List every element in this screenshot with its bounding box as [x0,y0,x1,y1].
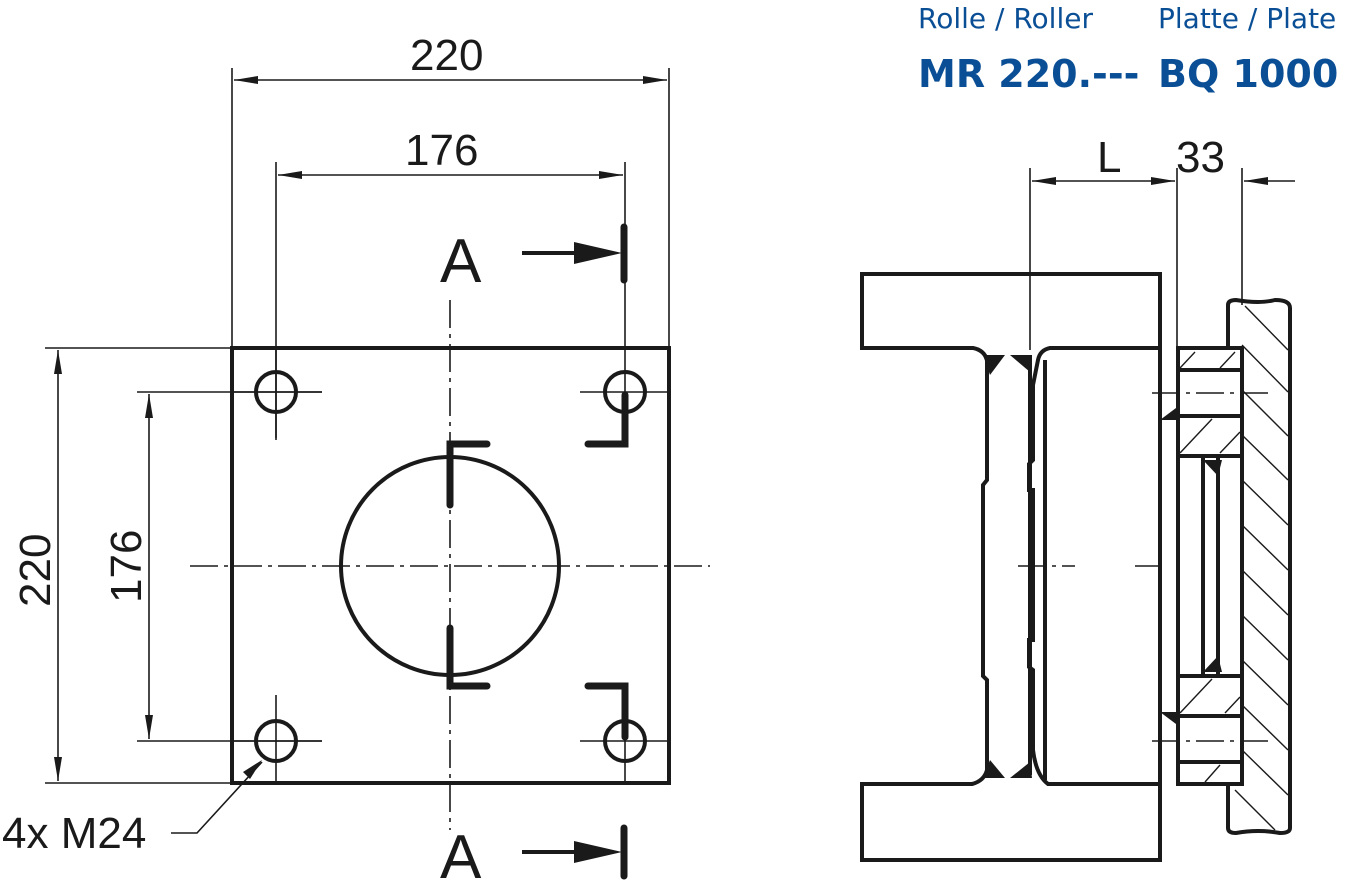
section-label-bottom: A [440,823,482,883]
roller-body [860,272,1162,862]
dim-plate-value: 33 [1176,133,1225,182]
dim-height-176: 176 [102,394,153,739]
plate-code: BQ 1000 [1158,52,1338,96]
plate-section [1152,346,1270,786]
dim-width-outer-value: 220 [410,31,483,80]
title-block: Rolle / Roller Platte / Plate MR 220.---… [918,2,1338,96]
section-marker-top: A [440,223,628,296]
section-label-top: A [440,227,482,296]
dim-height-holes-value: 176 [102,530,151,603]
dim-height-220: 220 [11,350,62,781]
roller-code: MR 220.--- [918,52,1139,96]
roller-label: Rolle / Roller [918,2,1093,35]
section-cut-line [446,225,629,741]
dim-plate-33: 33 [1176,133,1295,185]
thread-callout: 4x M24 [2,760,263,858]
dim-width-holes-value: 176 [405,126,478,175]
mounting-wall [1226,297,1292,836]
dim-width-220: 220 [234,31,667,84]
plate-label: Platte / Plate [1158,2,1336,35]
dim-length-L: L [1032,133,1175,185]
section-marker-bottom: A [440,823,628,883]
front-view: 220 176 220 176 [2,31,710,883]
dim-width-176: 176 [278,126,623,179]
dim-length-value: L [1097,133,1121,182]
thread-callout-text: 4x M24 [2,809,146,858]
dim-height-outer-value: 220 [11,534,60,607]
side-view: L 33 [860,133,1295,862]
